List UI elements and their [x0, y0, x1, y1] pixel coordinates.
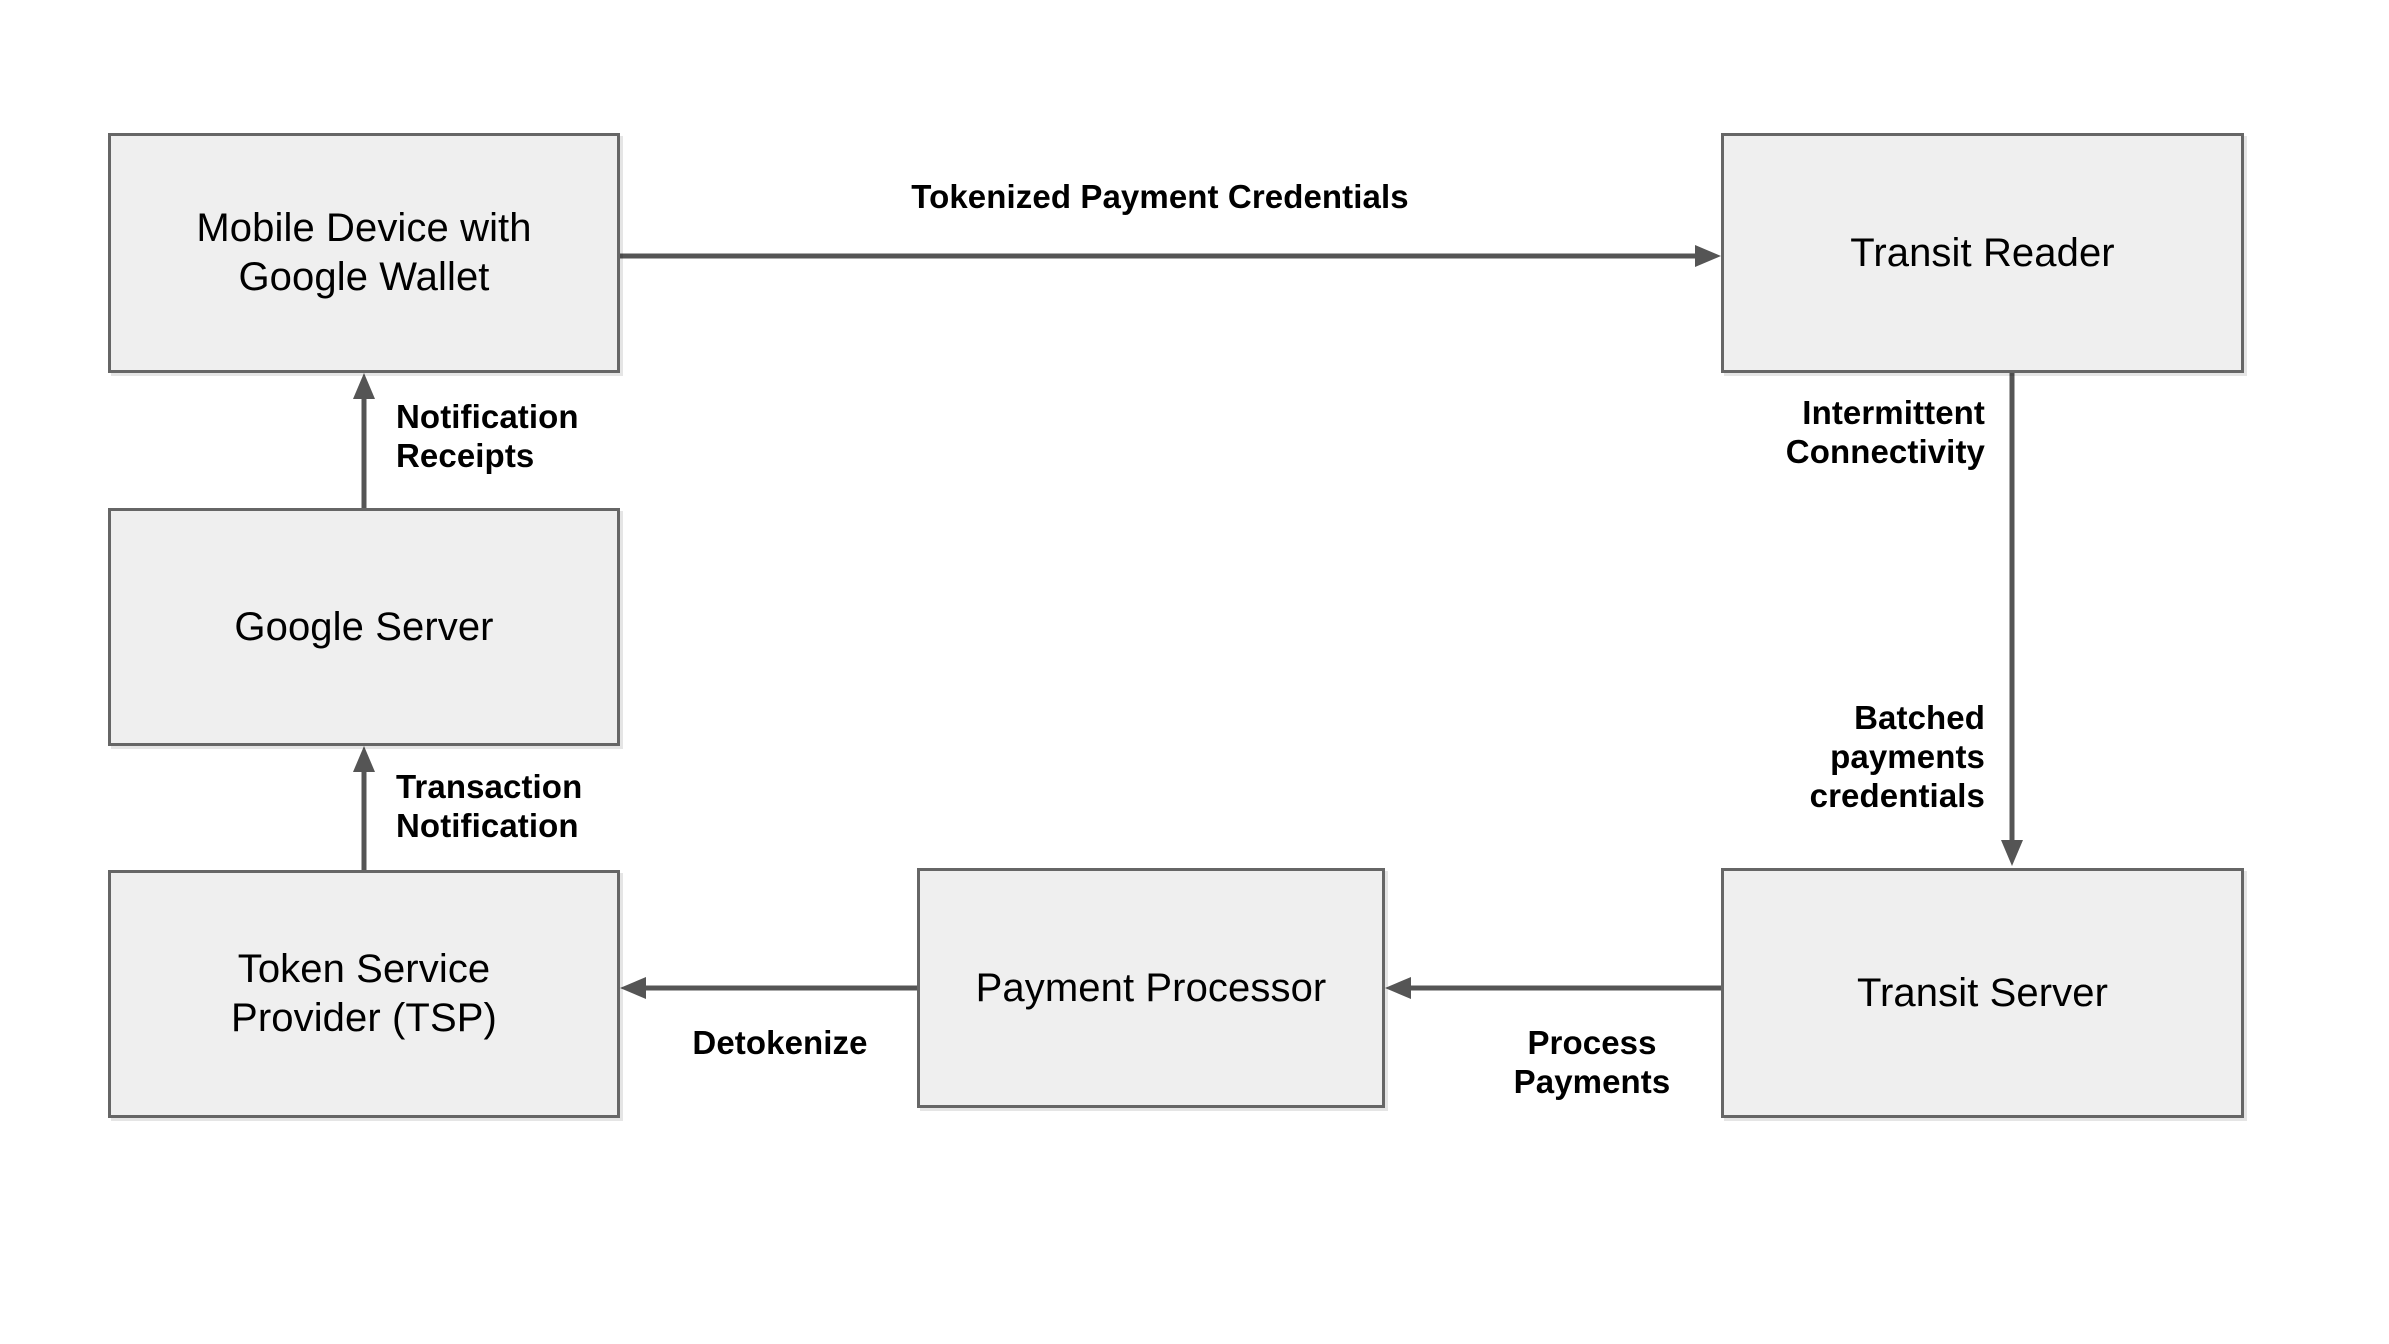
node-token-service-provider[interactable]: Token Service Provider (TSP) — [108, 870, 620, 1118]
arrowhead-notification-receipts — [353, 373, 375, 399]
edge-label-tokenized-payment-credentials: Tokenized Payment Credentials — [911, 178, 1409, 215]
node-transit-reader[interactable]: Transit Reader — [1721, 133, 2244, 373]
edge-label-process-payments: Process Payments — [1513, 1024, 1671, 1100]
edge-label-intermittent-connectivity: Intermittent Connectivity — [1785, 394, 1985, 470]
edge-label-batched-payments-credentials: Batched payments credentials — [1809, 699, 1985, 814]
edge-label-transaction-notification: Transaction Notification — [396, 768, 583, 844]
node-mobile-device[interactable]: Mobile Device with Google Wallet — [108, 133, 620, 373]
arrowhead-tokenized-payment-credentials — [1695, 245, 1721, 267]
node-label-mobile-device: Mobile Device with Google Wallet — [196, 206, 532, 299]
node-label-transit-server: Transit Server — [1856, 970, 2109, 1015]
node-label-google-server: Google Server — [234, 604, 494, 649]
node-payment-processor[interactable]: Payment Processor — [917, 868, 1385, 1108]
arrowhead-detokenize — [620, 977, 646, 999]
arrowhead-intermittent-connectivity — [2001, 840, 2023, 866]
node-label-transit-reader: Transit Reader — [1850, 230, 2115, 275]
node-label-token-service-provider: Token Service Provider (TSP) — [231, 947, 497, 1040]
edge-label-notification-receipts: Notification Receipts — [396, 398, 579, 474]
node-label-payment-processor: Payment Processor — [975, 965, 1327, 1010]
arrowhead-transaction-notification — [353, 746, 375, 772]
node-transit-server[interactable]: Transit Server — [1721, 868, 2244, 1118]
node-google-server[interactable]: Google Server — [108, 508, 620, 746]
arrowhead-process-payments — [1385, 977, 1411, 999]
edge-label-detokenize: Detokenize — [692, 1024, 868, 1061]
